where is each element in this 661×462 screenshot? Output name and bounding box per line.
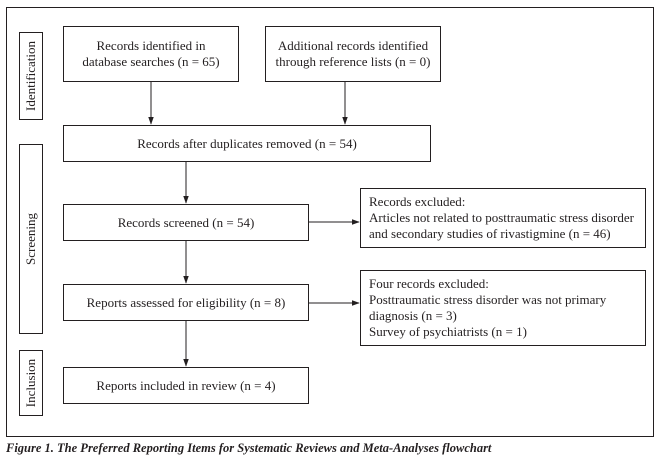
box-records-screened: Records screened (n = 54)	[63, 204, 309, 241]
box-included-in-review: Reports included in review (n = 4)	[63, 367, 309, 404]
stage-identification: Identification	[19, 32, 43, 120]
stage-screening: Screening	[19, 144, 43, 334]
box-eligibility: Reports assessed for eligibility (n = 8)	[63, 284, 309, 321]
box-database-searches: Records identified in database searches …	[63, 26, 239, 82]
box-additional-records: Additional records identified through re…	[265, 26, 441, 82]
box-duplicates-removed: Records after duplicates removed (n = 54…	[63, 125, 431, 162]
figure-frame	[6, 7, 654, 437]
figure-caption: Figure 1. The Preferred Reporting Items …	[6, 441, 492, 455]
box-records-excluded: Records excluded: Articles not related t…	[360, 188, 646, 248]
stage-inclusion: Inclusion	[19, 350, 43, 416]
box-four-records-excluded: Four records excluded: Posttraumatic str…	[360, 270, 646, 346]
